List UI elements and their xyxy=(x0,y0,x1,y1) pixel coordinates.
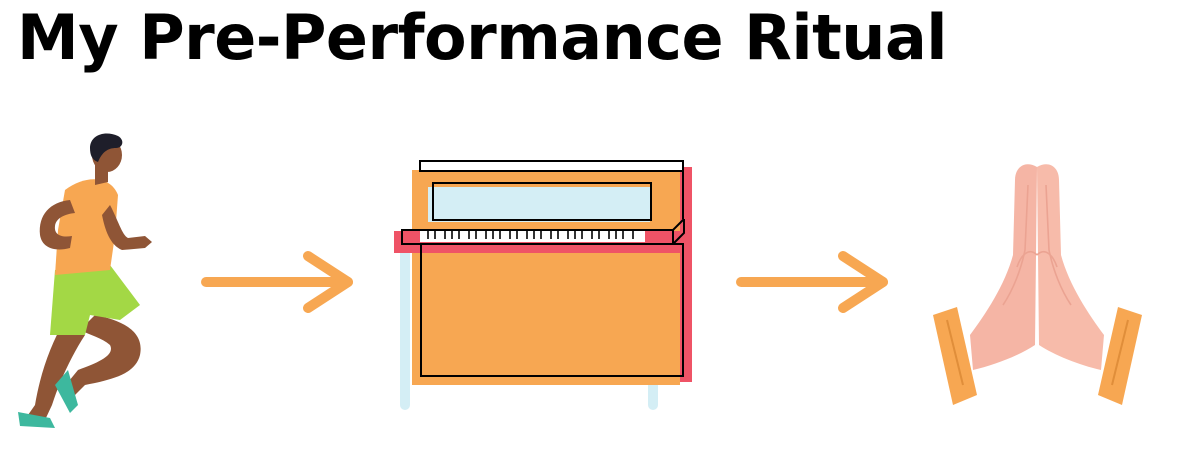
page-title: My Pre-Performance Ritual xyxy=(17,1,948,74)
upright-piano-icon xyxy=(394,160,692,410)
arrow-right-icon xyxy=(201,251,353,313)
running-person-icon xyxy=(18,133,152,428)
praying-hands-icon xyxy=(933,164,1142,405)
arrow-right-icon xyxy=(736,251,888,313)
